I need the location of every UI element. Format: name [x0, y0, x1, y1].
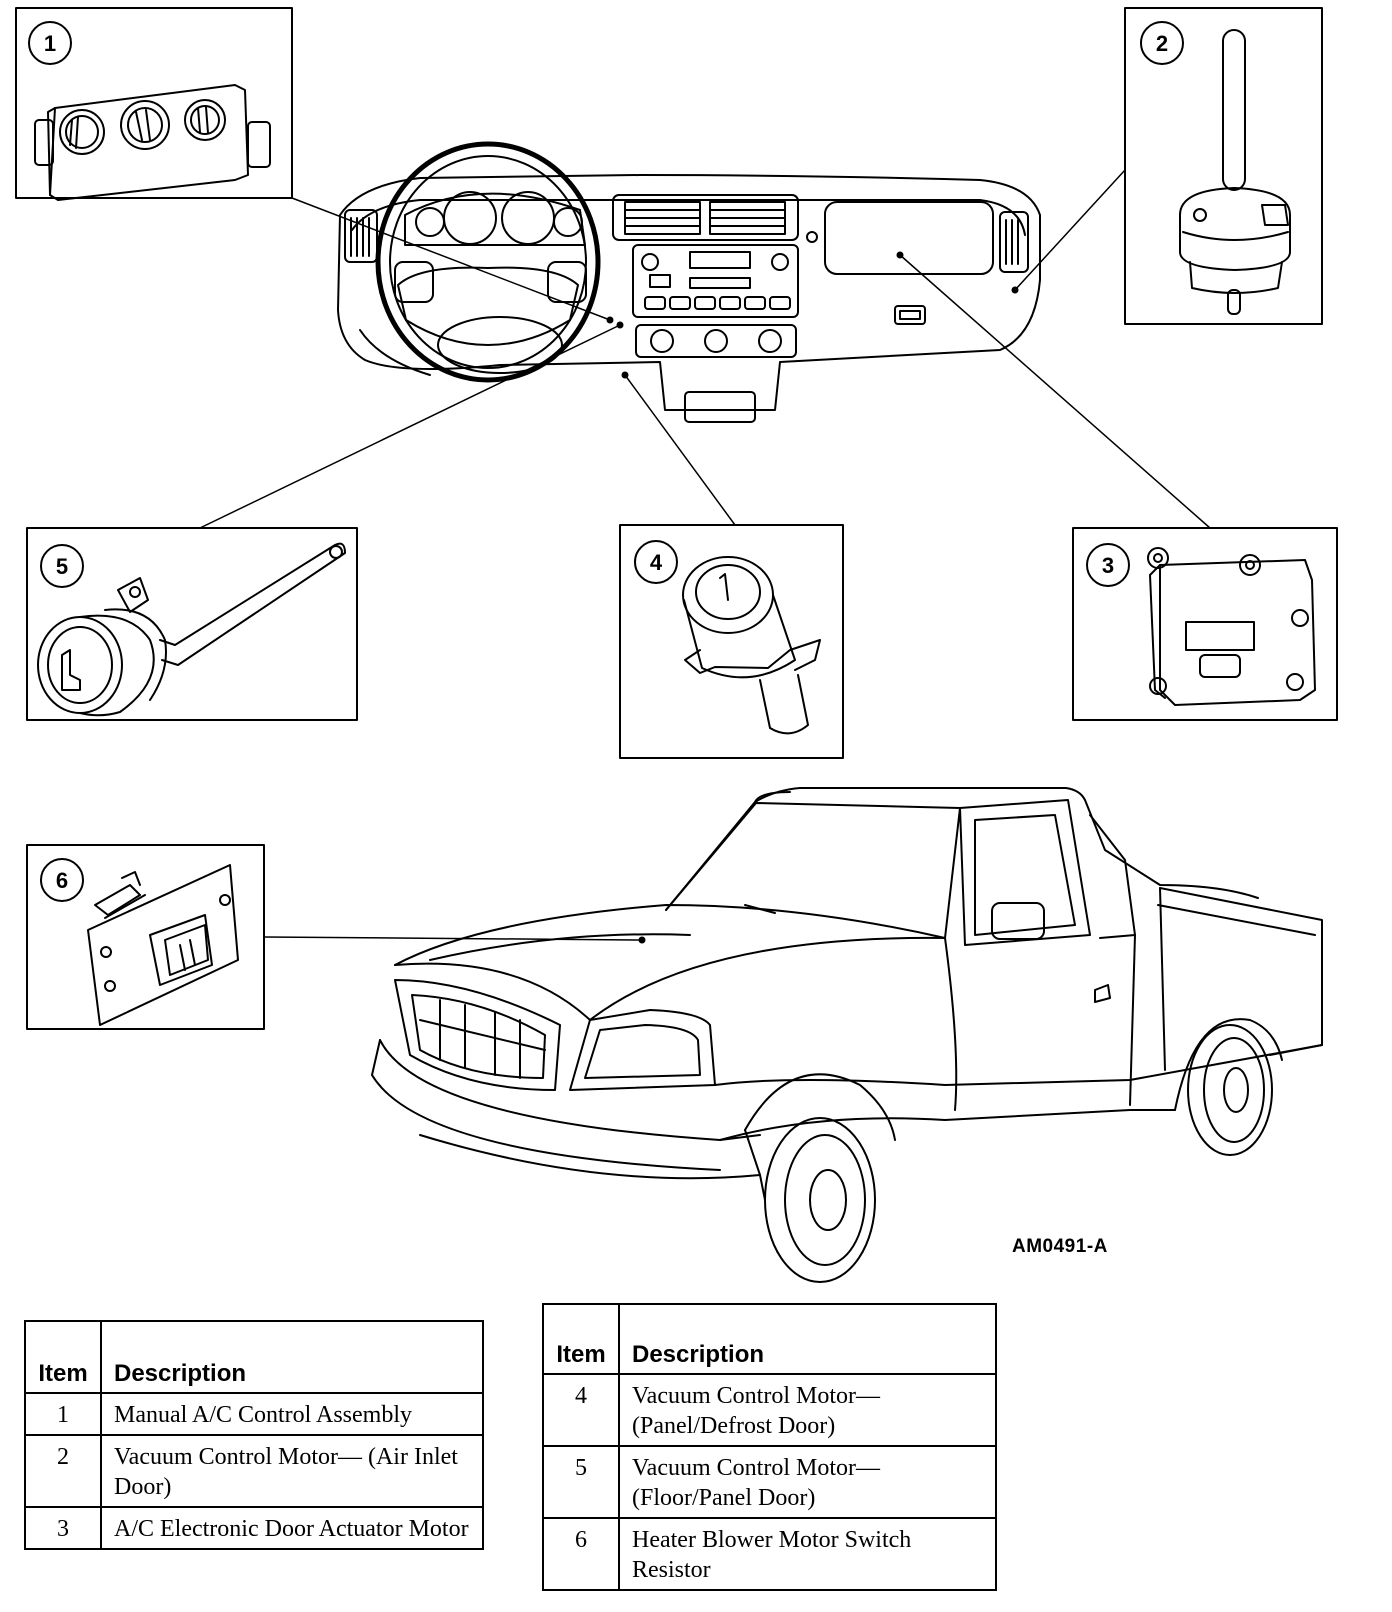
legend-item-number: 2: [24, 1434, 102, 1508]
legend-item-number: 6: [542, 1517, 620, 1591]
legend-row: 4 Vacuum Control Motor— (Panel/Defrost D…: [542, 1373, 997, 1447]
legend-row: 3 A/C Electronic Door Actuator Motor: [24, 1506, 484, 1550]
component-3-panel: [1072, 527, 1338, 721]
callout-label-6: 6: [56, 868, 68, 893]
legend-header-description: Description: [100, 1320, 484, 1394]
callout-label-2: 2: [1156, 31, 1168, 56]
legend-item-description: Vacuum Control Motor— (Floor/Panel Door): [618, 1445, 997, 1519]
legend-header-row: Item Description: [542, 1303, 997, 1375]
component-1-panel: [15, 7, 293, 201]
leader-dots: [606, 251, 1019, 944]
legend-item-number: 3: [24, 1506, 102, 1550]
legend-header-item: Item: [542, 1303, 620, 1375]
legend-item-number: 4: [542, 1373, 620, 1447]
component-4-panel: [619, 524, 844, 759]
legend-item-description: Manual A/C Control Assembly: [100, 1392, 484, 1436]
legend-item-description: Vacuum Control Motor— (Air Inlet Door): [100, 1434, 484, 1508]
drawing-code: AM0491-A: [1012, 1236, 1108, 1257]
legend-table-right: Item Description 4 Vacuum Control Motor—…: [542, 1303, 997, 1591]
legend-item-number: 1: [24, 1392, 102, 1436]
legend-row: 1 Manual A/C Control Assembly: [24, 1392, 484, 1436]
callout-label-3: 3: [1102, 553, 1114, 578]
callout-label-1: 1: [44, 31, 56, 56]
legend-item-description: Heater Blower Motor Switch Resistor: [618, 1517, 997, 1591]
callout-label-4: 4: [650, 550, 663, 575]
component-5-panel: [26, 527, 358, 721]
leader-lines: [199, 169, 1211, 941]
legend-item-description: A/C Electronic Door Actuator Motor: [100, 1506, 484, 1550]
component-2-panel: [1124, 7, 1323, 325]
legend-row: 5 Vacuum Control Motor— (Floor/Panel Doo…: [542, 1445, 997, 1519]
legend-header-item: Item: [24, 1320, 102, 1394]
legend-table-left: Item Description 1 Manual A/C Control As…: [24, 1320, 484, 1550]
legend-item-description: Vacuum Control Motor— (Panel/Defrost Doo…: [618, 1373, 997, 1447]
callout-circles: [28, 21, 1184, 902]
legend-header-row: Item Description: [24, 1320, 484, 1394]
instrument-panel: [337, 141, 1041, 423]
legend-row: 2 Vacuum Control Motor— (Air Inlet Door): [24, 1434, 484, 1508]
legend-item-number: 5: [542, 1445, 620, 1519]
legend-row: 6 Heater Blower Motor Switch Resistor: [542, 1517, 997, 1591]
legend-header-description: Description: [618, 1303, 997, 1375]
callout-label-5: 5: [56, 554, 68, 579]
truck-illustration: [371, 787, 1323, 1283]
